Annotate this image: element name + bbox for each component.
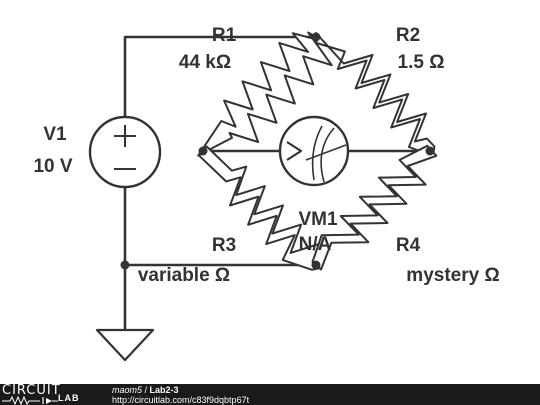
circuit-schematic: V1 10 V R1 44 kΩ R2 1.5 Ω R3 variable Ω …	[33, 25, 500, 362]
resistor-r4[interactable]	[311, 144, 438, 271]
project-title: maom5 / Lab2-3	[112, 385, 179, 395]
footer-bar: CIRCUIT LAB maom5 / Lab2-3 http://circui…	[0, 384, 540, 405]
v1-name-label: V1	[43, 124, 67, 145]
voltage-source-v1[interactable]	[88, 115, 162, 189]
r3-name-label: R3	[212, 235, 236, 256]
r1-name-label: R1	[212, 25, 237, 46]
node-left	[198, 146, 208, 156]
r2-name-label: R2	[396, 25, 420, 46]
title-separator: /	[142, 385, 150, 395]
resistor-logo-icon	[2, 396, 58, 405]
node-bottom	[311, 260, 321, 270]
r3-value-label: variable Ω	[138, 265, 230, 286]
vm1-name-label: VM1	[298, 209, 338, 230]
voltmeter-vm1[interactable]	[278, 115, 350, 187]
wires	[123, 35, 432, 332]
vm1-value-label: N/A	[299, 234, 332, 255]
project-url-link[interactable]: http://circuitlab.com/c83f9dqbtp67t	[112, 395, 250, 405]
wire-top	[123, 35, 318, 127]
author-link[interactable]: maom5	[112, 385, 143, 395]
logo-text-lab: LAB	[58, 393, 80, 403]
r1-value-label: 44 kΩ	[179, 52, 231, 73]
node-right	[425, 146, 435, 156]
circuitlab-logo[interactable]: CIRCUIT LAB	[2, 384, 102, 405]
logo-text-circuit: CIRCUIT	[2, 384, 61, 398]
r2-value-label: 1.5 Ω	[398, 52, 445, 73]
project-name-link[interactable]: Lab2-3	[149, 385, 179, 395]
ground-symbol[interactable]	[95, 328, 155, 362]
v1-value-label: 10 V	[33, 156, 72, 177]
node-top	[311, 32, 321, 42]
junction-nodes	[120, 32, 435, 270]
node-source-bottom	[120, 260, 130, 270]
resistor-r1[interactable]	[197, 31, 333, 157]
r4-value-label: mystery Ω	[406, 265, 499, 286]
r4-name-label: R4	[396, 235, 421, 256]
